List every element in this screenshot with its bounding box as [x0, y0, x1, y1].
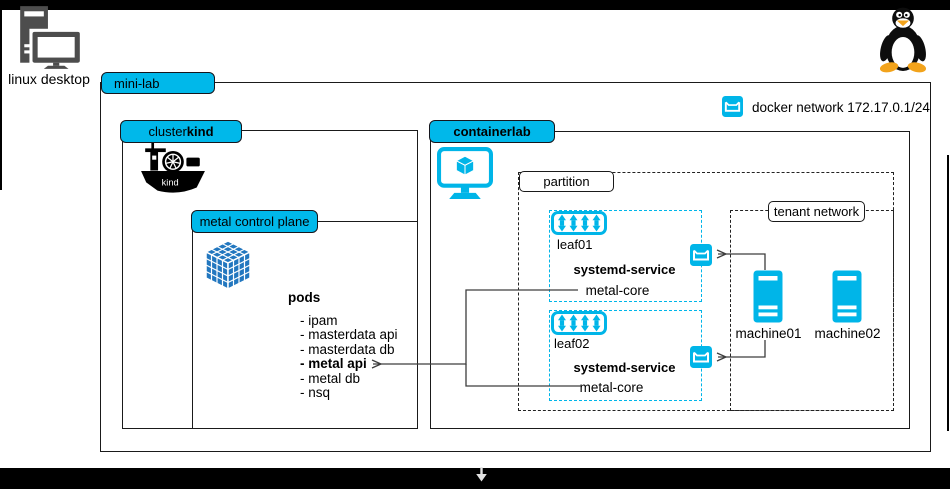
- metal-control-plane-label: metal control plane: [191, 210, 318, 233]
- linux-desktop-label: linux desktop: [8, 71, 90, 87]
- tenant-network-label: tenant network: [768, 201, 865, 222]
- down-arrow-icon: [476, 467, 487, 482]
- leaf02-name: leaf02: [554, 336, 590, 351]
- containerlab-monitor-icon: [437, 147, 493, 199]
- leaf02-service: metal-core: [579, 380, 644, 395]
- leaf02-service-title: systemd-service: [573, 360, 676, 375]
- pod-item: - masterdata api: [300, 327, 398, 343]
- bottom-letterbox-bar: [0, 468, 950, 489]
- machine01-label: machine01: [735, 326, 802, 341]
- pod-item: - masterdata db: [300, 341, 395, 357]
- machine02-label: machine02: [814, 326, 881, 341]
- docker-network-icon: [722, 96, 743, 117]
- pod-item: - nsq: [300, 385, 331, 401]
- switch-icon-leaf01: [551, 211, 607, 235]
- containerlab-container: [430, 131, 910, 429]
- server-icon-machine01: [753, 270, 783, 323]
- svg-text:kind: kind: [162, 177, 179, 187]
- pods-title: pods: [288, 290, 321, 305]
- docker-icon-leaf02: [690, 346, 712, 368]
- mini-lab-label: mini-lab: [101, 72, 215, 94]
- pods-list: - ipam - masterdata api - masterdata db …: [300, 313, 398, 401]
- kind-ship-icon: kind: [141, 142, 205, 193]
- left-frame-edge: [0, 0, 2, 190]
- linux-desktop-icon: [20, 6, 83, 69]
- docker-network-label: docker network 172.17.0.1/24: [752, 100, 930, 115]
- switch-icon-leaf02: [551, 311, 607, 335]
- pod-item: - ipam: [300, 313, 338, 328]
- leaf01-service-title: systemd-service: [573, 262, 676, 277]
- top-letterbox-bar: [0, 0, 950, 10]
- cluster-kind-label: cluster kind: [120, 120, 242, 143]
- pod-item: - metal db: [300, 370, 361, 386]
- containerlab-label: containerlab: [429, 120, 555, 143]
- server-icon-machine02: [832, 270, 862, 323]
- partition-label: partition: [519, 171, 614, 192]
- right-frame-edge: [947, 155, 949, 431]
- kubernetes-cube-icon: [205, 240, 251, 290]
- mini-lab-container: [100, 82, 931, 452]
- docker-icon-leaf01: [690, 244, 712, 266]
- leaf01-name: leaf01: [557, 237, 593, 252]
- leaf01-service: metal-core: [585, 283, 650, 298]
- pod-item-metal-api: - metal api: [300, 356, 367, 372]
- tux-penguin-icon: [879, 7, 927, 73]
